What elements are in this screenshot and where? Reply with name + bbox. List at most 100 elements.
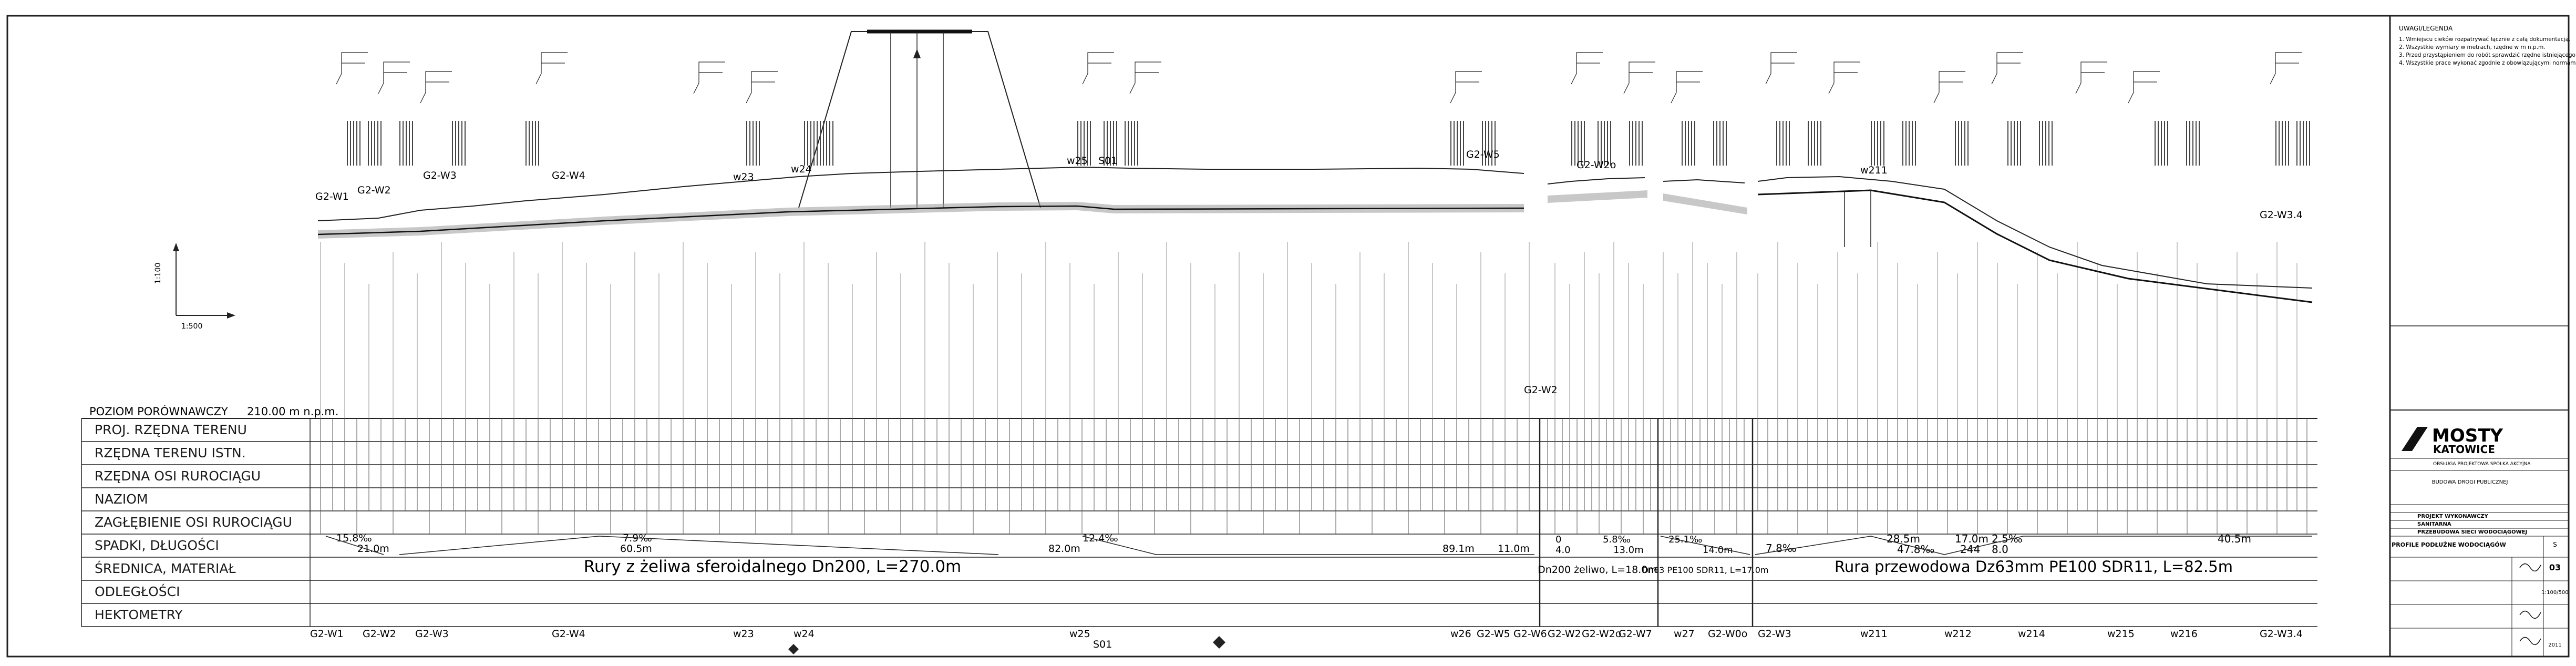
elevation-reading-mark: [2189, 121, 2190, 166]
row-label-diameter: ŚREDNICA, MATERIAŁ: [95, 560, 236, 576]
elevation-reading-mark: [749, 121, 750, 166]
elevation-reading-mark: [2300, 121, 2301, 166]
elevation-reading-mark: [1134, 121, 1135, 166]
slope-4e: 2.5‰: [1992, 532, 2023, 545]
slope-2b: 5.8‰: [1603, 534, 1631, 545]
elevation-reading-mark: [2042, 121, 2043, 166]
elevation-reading-mark: [1964, 121, 1965, 166]
hm-node-11: G2-W6: [1513, 628, 1547, 640]
hm-node-7: w25: [1069, 628, 1090, 640]
elevation-reading-mark: [1682, 121, 1683, 166]
subject-name: PRZEBUDOWA SIECI WODOCIĄGOWEJ: [2417, 529, 2527, 535]
elevation-callout: [693, 62, 725, 94]
slope-1e: 82.0m: [1048, 543, 1080, 555]
row-label-distances: ODLEGŁOŚCI: [95, 583, 180, 599]
profile-node-2: G2-W2: [357, 185, 391, 196]
elevation-reading-mark: [535, 121, 536, 166]
elevation-reading-mark: [1485, 121, 1486, 166]
note-line-2: 2. Wszystkie wymiary w metrach, rzędne w…: [2399, 44, 2546, 50]
elevation-reading-mark: [817, 121, 818, 166]
profile-node-3: G2-W3: [423, 170, 457, 181]
elevation-reading-mark: [1629, 121, 1630, 166]
elevation-reading-mark: [1871, 121, 1872, 166]
elevation-callout: [1129, 62, 1161, 94]
elevation-callout: [1571, 52, 1603, 85]
hm-node-9: w26: [1450, 628, 1471, 640]
profile-node-7: w25: [1067, 155, 1088, 167]
hm-node-15: w27: [1674, 628, 1695, 640]
elevation-reading-mark: [1905, 121, 1907, 166]
signature-3: [2519, 637, 2541, 645]
elevation-reading-mark: [2017, 121, 2018, 166]
hm-node-13: G2-W2o: [1582, 628, 1621, 640]
hm-node-19: w212: [1944, 628, 1972, 640]
note-line-1: 1. Wmiejscu cieków rozpatrywać łącznie z…: [2399, 36, 2570, 43]
scale-indicator: 1:100 1:500: [154, 243, 235, 331]
elevation-reading-mark: [1820, 121, 1821, 166]
elevation-reading-mark: [2285, 121, 2286, 166]
hm-node-22: w216: [2170, 628, 2198, 640]
note-line-3: 3. Przed przystąpieniem do robót sprawdz…: [2399, 52, 2576, 58]
sheet-number: 03: [2549, 562, 2561, 572]
elevation-reading-mark: [1639, 121, 1640, 166]
profile-node-1: G2-W1: [315, 191, 349, 202]
profile-node-4: G2-W4: [552, 170, 585, 181]
logo-text: MOSTY: [2432, 425, 2503, 446]
elevation-reading-mark: [2161, 121, 2162, 166]
elevation-reading-mark: [1688, 121, 1689, 166]
drawing-date: 2011: [2548, 642, 2561, 648]
elevation-reading-mark: [2288, 121, 2289, 166]
profile-node-6: w24: [791, 163, 812, 175]
terrain-line-2: [1547, 177, 1645, 185]
elevation-reading-mark: [532, 121, 533, 166]
slope-1d: 60.5m: [620, 543, 652, 555]
elevation-callout: [336, 52, 368, 85]
slope-2d: 13.0m: [1613, 545, 1644, 556]
pipe-band-2: [1548, 190, 1647, 203]
elevation-reading-mark: [1107, 121, 1108, 166]
note-line-4: 4. Wszystkie prace wykonać zgodnie z obo…: [2399, 60, 2576, 66]
material-panel-4: Rura przewodowa Dz63mm PE100 SDR11, L=82…: [1835, 558, 2233, 576]
profile-node-13: G2-W2: [1524, 384, 1558, 396]
elevation-reading-mark: [1610, 121, 1611, 166]
slope-2a: 0: [1555, 534, 1561, 545]
elevation-reading-mark: [1578, 121, 1579, 166]
elevation-reading-mark: [1607, 121, 1608, 166]
elevation-callout: [1991, 52, 2023, 85]
elevation-reading-mark: [380, 121, 382, 166]
elevation-reading-mark: [1883, 121, 1884, 166]
elevation-reading-mark: [829, 121, 830, 166]
elevation-reading-mark: [455, 121, 456, 166]
elevation-reading-mark: [1789, 121, 1790, 166]
slope-4g: 8.0: [1992, 543, 2008, 556]
row-label-depth: ZAGŁĘBIENIE OSI RUROCIĄGU: [95, 515, 292, 530]
elevation-reading-mark: [804, 121, 805, 166]
elevation-reading-mark: [810, 121, 811, 166]
slope-4b: 28.5m: [1887, 532, 1920, 545]
slope-1h: 11.0m: [1498, 543, 1530, 555]
elevation-reading-mark: [823, 121, 824, 166]
elevation-reading-mark: [2192, 121, 2193, 166]
elevation-callout: [535, 52, 568, 85]
hm-node-12: G2-W2: [1548, 628, 1581, 640]
elevation-reading-mark: [1817, 121, 1818, 166]
elevation-reading-mark: [1909, 121, 1910, 166]
elevation-reading-mark: [2164, 121, 2165, 166]
elevation-reading-mark: [1491, 121, 1492, 166]
elevation-reading-mark: [826, 121, 827, 166]
elevation-callout: [1082, 52, 1114, 85]
elevation-reading-mark: [2279, 121, 2280, 166]
elevation-reading-mark: [529, 121, 530, 166]
branch-name: SANITARNA: [2417, 521, 2451, 527]
elevation-reading-mark: [1125, 121, 1126, 166]
elevation-reading-mark: [452, 121, 453, 166]
elevation-reading-mark: [538, 121, 539, 166]
elevation-reading-mark: [350, 121, 351, 166]
elevation-callout: [2128, 71, 2160, 104]
slope-4f: 244: [1960, 543, 1980, 556]
profile-node-9: G2-W5: [1466, 149, 1500, 160]
elevation-reading-mark: [2048, 121, 2049, 166]
elevation-reading-mark: [1457, 121, 1458, 166]
slope-4h: 40.5m: [2218, 532, 2251, 545]
elevation-reading-mark: [1808, 121, 1809, 166]
